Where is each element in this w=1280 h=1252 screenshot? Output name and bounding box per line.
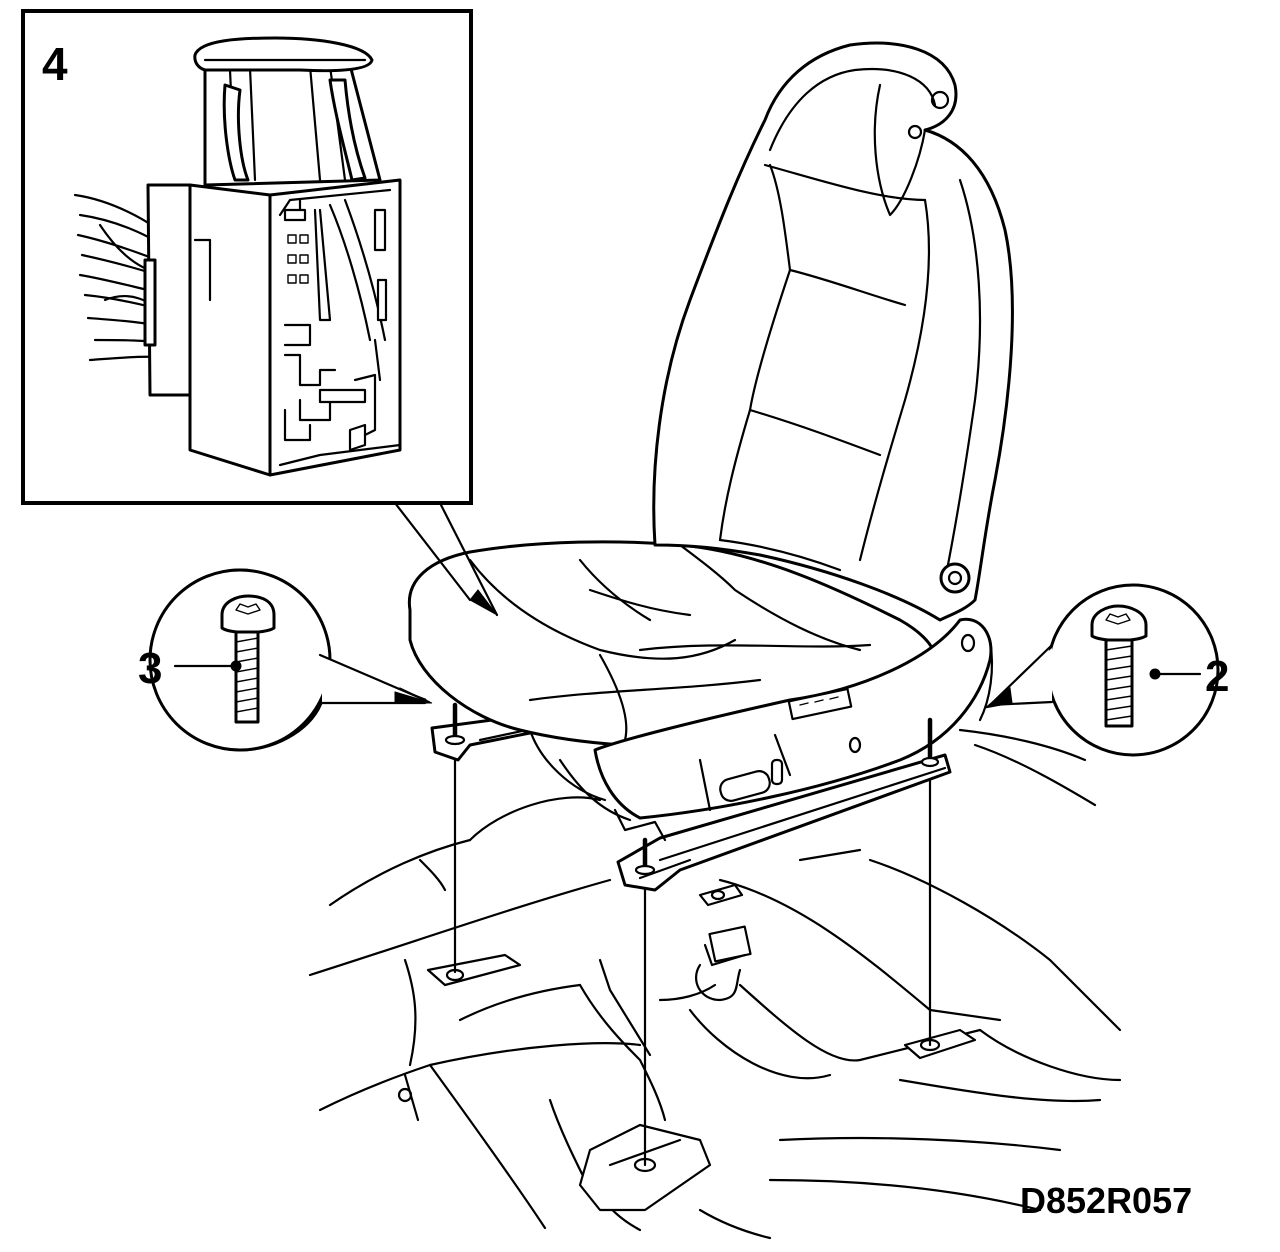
callout-label-2: 2 [1205,652,1229,701]
callout-2-leader [1149,668,1202,680]
torx-bolt-icon [220,594,276,724]
callout-label-3: 3 [138,644,162,693]
figure-reference-code: D852R057 [1020,1180,1192,1221]
seat-rail-bolts [444,702,940,876]
floor-mount-rear-right [903,1028,977,1060]
callout-3-leader [173,660,242,672]
floor-wiring-harness [658,925,752,1002]
car-seat-icon [407,41,1014,892]
torx-bolt-icon [1090,604,1148,728]
floor-mount-front-left [426,953,522,987]
floor-mount-rear-left [698,883,744,907]
front-bolt-callout [148,568,433,752]
electrical-connector-icon [73,36,402,477]
callout-label-4: 4 [42,38,68,90]
